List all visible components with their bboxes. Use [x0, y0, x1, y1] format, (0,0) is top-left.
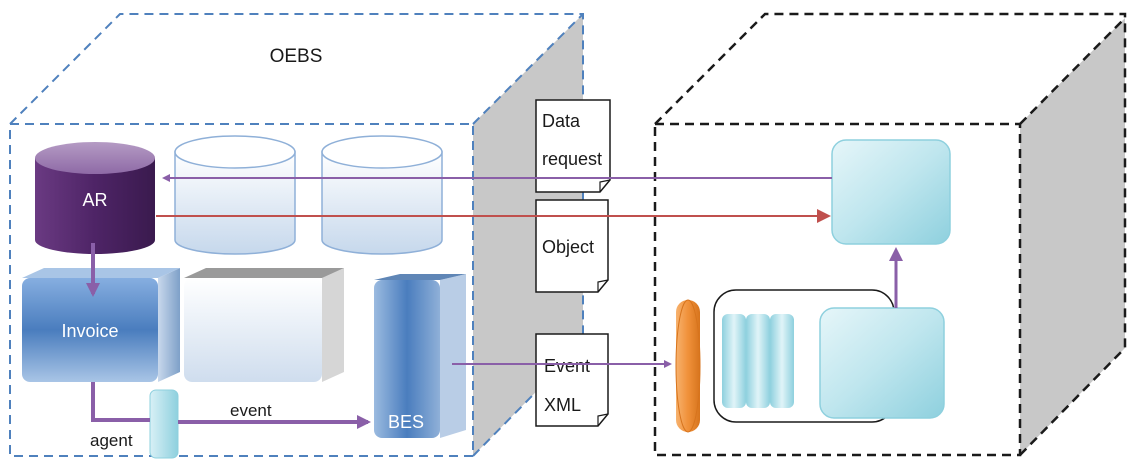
external-cube-top-outline [654, 12, 1127, 348]
oebs-cube-edge [472, 343, 584, 457]
data-request-line-1: Data [542, 111, 581, 131]
external-cube-side-face [1020, 18, 1125, 455]
processing-group [713, 289, 945, 423]
oebs-title: OEBS [270, 46, 323, 67]
data-request-line-2: request [542, 149, 602, 169]
object-label: Object [542, 237, 594, 257]
component-box-empty [184, 268, 344, 382]
invoice-box: Invoice [22, 268, 180, 382]
ar-label: AR [82, 190, 107, 210]
event-label: event [230, 401, 272, 420]
bes-box: BES [374, 274, 466, 438]
agent-label: agent [90, 431, 133, 450]
oebs-cube-edge [472, 13, 584, 125]
queue-bar-3 [770, 314, 794, 408]
external-cube-front-outline [653, 122, 1022, 457]
bes-label: BES [388, 412, 424, 432]
ar-database-cylinder: AR [35, 142, 155, 254]
external-system-cube [653, 12, 1127, 457]
event-xml-line-2: XML [544, 395, 581, 415]
external-cube-edge [1019, 347, 1126, 456]
queue-bar-1 [722, 314, 746, 408]
orange-queue-cylinder [675, 299, 701, 433]
queue-bar-2 [746, 314, 770, 408]
oebs-cube-front-outline [9, 123, 474, 457]
agent-component [149, 389, 179, 459]
target-system-box [831, 139, 951, 245]
handler-box [819, 307, 945, 419]
object-document: Object [535, 199, 609, 293]
database-cylinder-3 [321, 135, 443, 255]
event-xml-line-1: Event [544, 356, 590, 376]
data-request-document: Data request [535, 99, 611, 193]
database-cylinder-2 [174, 135, 296, 255]
invoice-label: Invoice [61, 321, 118, 341]
external-cube-edge [1019, 17, 1126, 125]
event-xml-document: Event XML [535, 333, 609, 427]
invoice-to-agent-line [91, 382, 150, 422]
